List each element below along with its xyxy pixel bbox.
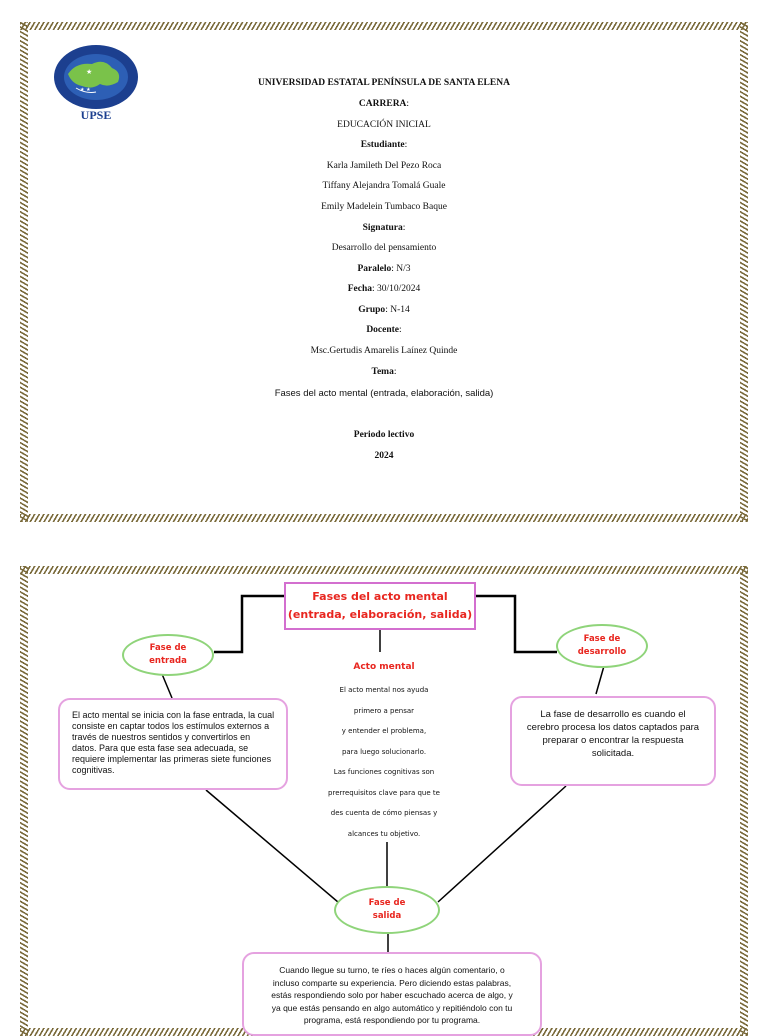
fase-entrada-oval: Fase de entrada	[122, 634, 214, 676]
decorative-border-top	[20, 22, 748, 30]
decorative-border-left	[20, 566, 28, 1036]
tema-value: Fases del acto mental (entrada, elaborac…	[274, 388, 494, 399]
acto-line: prerrequisitos clave para que te	[328, 788, 440, 797]
signatura-label: Signatura	[362, 223, 403, 233]
student-3: Emily Madelein Tumbaco Baque	[321, 202, 447, 212]
map-title-line1: Fases del acto mental	[312, 590, 448, 603]
student-2: Tiffany Alejandra Tomalá Guale	[322, 181, 446, 191]
fase-desarrollo-text: La fase de desarrollo es cuando el cereb…	[526, 709, 700, 759]
tema-label: Tema	[371, 367, 394, 377]
logo-text: UPSE	[81, 108, 112, 122]
acto-mental-title: Acto mental	[353, 662, 415, 672]
signatura-value: Desarrollo del pensamiento	[331, 243, 437, 253]
salida-line: programa, está respondiendo por tu progr…	[303, 1015, 481, 1025]
map-title-box: Fases del acto mental (entrada, elaborac…	[284, 582, 476, 630]
fase-entrada-text: El acto mental se inicia con la fase ent…	[72, 710, 275, 775]
fecha-value: : 30/10/2024	[371, 284, 421, 294]
colon: :	[402, 223, 406, 233]
university-name: UNIVERSIDAD ESTATAL PENÍNSULA DE SANTA E…	[258, 78, 510, 88]
signatura-row: Signatura:	[0, 223, 768, 233]
fase-entrada-box: El acto mental se inicia con la fase ent…	[58, 698, 288, 790]
fase-entrada-line1: Fase de	[149, 643, 187, 653]
estudiante-label: Estudiante	[360, 140, 405, 150]
decorative-border-right	[740, 566, 748, 1036]
paralelo-row: Paralelo: N/3	[0, 264, 768, 274]
connector-lines	[161, 594, 605, 952]
decorative-border-top	[20, 566, 748, 574]
paralelo-label: Paralelo	[357, 264, 392, 274]
acto-line: Las funciones cognitivas son	[333, 768, 435, 776]
svg-text:★: ★	[86, 68, 92, 76]
fecha-label: Fecha	[347, 284, 372, 294]
upse-logo: ★ ★ ★ UPSE	[54, 45, 138, 122]
carrera-value: EDUCACIÓN INICIAL	[337, 120, 431, 130]
acto-mental-block: Acto mental El acto mental nos ayuda pri…	[294, 660, 474, 844]
fase-desarrollo-oval: Fase de desarrollo	[556, 624, 648, 668]
carrera-row: CARRERA:	[0, 99, 768, 109]
fase-salida-line2: salida	[372, 911, 402, 921]
periodo-value: 2024	[374, 451, 394, 461]
fase-salida-oval: Fase de salida	[334, 886, 440, 934]
paralelo-value: : N/3	[391, 264, 411, 274]
acto-line: y entender el problema,	[341, 727, 427, 735]
map-title-line2: (entrada, elaboración, salida)	[287, 608, 473, 621]
docente-label: Docente	[366, 325, 400, 335]
periodo-label: Periodo lectivo	[353, 430, 415, 440]
acto-line: para luego solucionarlo.	[341, 747, 427, 756]
student-1: Karla Jamileth Del Pezo Roca	[326, 161, 442, 171]
decorative-border-right	[740, 22, 748, 522]
salida-line: estás respondiendo solo por haber escuch…	[271, 990, 513, 1000]
salida-line: ya que estás pensando en algo automático…	[271, 1002, 513, 1013]
svg-text:★ ★: ★ ★	[80, 87, 91, 93]
docente-value: Msc.Gertudis Amarelis Laínez Quinde	[310, 346, 458, 356]
salida-line: incluso comparte su experiencia. Pero di…	[272, 977, 512, 988]
acto-line: El acto mental nos ayuda	[339, 686, 429, 694]
fase-entrada-line2: entrada	[149, 656, 187, 666]
acto-line: alcances tu objetivo.	[347, 829, 421, 838]
fecha-row: Fecha: 30/10/2024	[0, 284, 768, 294]
grupo-row: Grupo: N-14	[0, 305, 768, 315]
decorative-border-bottom	[20, 514, 748, 522]
colon: :	[399, 325, 402, 335]
decorative-border-left	[20, 22, 28, 522]
fase-salida-line1: Fase de	[368, 898, 406, 908]
fase-desarrollo-line2: desarrollo	[577, 647, 627, 657]
docente-row: Docente:	[0, 325, 768, 335]
grupo-value: : N-14	[385, 305, 410, 315]
fase-salida-box: Cuando llegue su turno, te ríes o haces …	[242, 952, 542, 1036]
fase-desarrollo-line1: Fase de	[583, 634, 621, 644]
carrera-label: CARRERA	[358, 99, 407, 109]
acto-line: des cuenta de cómo piensas y	[330, 809, 438, 817]
fase-desarrollo-box: La fase de desarrollo es cuando el cereb…	[510, 696, 716, 786]
estudiante-row: Estudiante:	[0, 140, 768, 150]
colon: :	[393, 367, 397, 377]
salida-line: Cuando llegue su turno, te ríes o haces …	[279, 965, 505, 975]
colon: :	[406, 99, 410, 109]
grupo-label: Grupo	[358, 305, 386, 315]
tema-row: Tema:	[0, 367, 768, 377]
cover-page	[20, 22, 748, 522]
colon: :	[404, 140, 408, 150]
acto-line: primero a pensar	[353, 706, 415, 715]
